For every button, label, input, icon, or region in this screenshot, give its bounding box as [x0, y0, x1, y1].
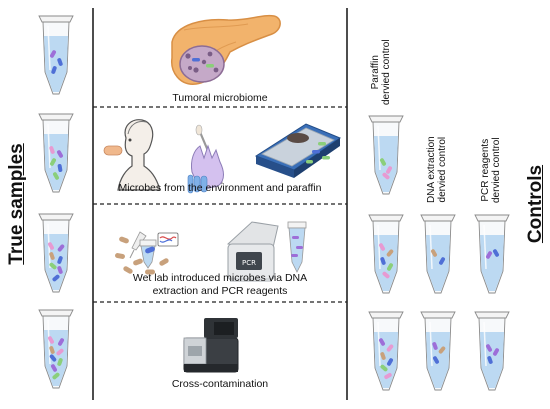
tubes-layer	[38, 15, 510, 391]
microbe-icon	[431, 249, 437, 257]
paraffin-control-tube	[368, 311, 404, 391]
microbe-icon	[49, 146, 55, 154]
dna-extraction-control-label-line1: DNA extraction	[426, 136, 437, 203]
pcr-reagents-control-label-line1: PCR reagents	[480, 138, 491, 202]
microbe-icon	[380, 352, 386, 360]
microbe-icon	[438, 346, 446, 354]
caption-wet-lab-line2: extraction and PCR reagents	[152, 285, 288, 297]
true-sample-tube	[38, 113, 74, 193]
microbe-icon	[119, 236, 129, 244]
microbe-icon	[50, 158, 56, 166]
microbe-icon	[123, 266, 133, 274]
microbe-icon	[49, 354, 57, 362]
microbe-icon	[439, 257, 445, 265]
person-head-icon	[103, 119, 161, 191]
paraffin-control-label: Paraffin dervied control	[370, 39, 392, 105]
microbe-icon	[57, 266, 63, 274]
microbe-icon	[433, 356, 439, 364]
microbe-icon	[52, 274, 60, 282]
microbe-icon	[57, 58, 63, 66]
controls-label: Controls	[525, 164, 546, 244]
microbe-icon	[382, 271, 390, 279]
dna-extraction-control-tube	[420, 311, 456, 391]
microbe-icon	[50, 50, 56, 58]
microbe-icon	[53, 172, 59, 180]
microbe-icon	[379, 243, 385, 251]
microbe-icon	[57, 358, 63, 366]
microbe-icon	[51, 364, 57, 372]
microbe-icon	[159, 258, 169, 266]
pcr-reagents-control-label-line2: dervied control	[491, 137, 502, 203]
gloved-hand-swab-icon	[187, 124, 224, 194]
pcr-machine-icon: PCR	[226, 221, 279, 282]
microbe-icon	[57, 164, 63, 172]
microbe-icon	[49, 252, 55, 260]
reagent-tube-icon	[139, 239, 157, 269]
pcr-sample-tube-icon	[287, 221, 307, 273]
paraffin-control-tube	[368, 214, 404, 294]
microbe-icon	[145, 246, 155, 254]
microbe-icon	[380, 158, 386, 166]
microbe-icon	[49, 262, 57, 270]
microbe-icon	[56, 348, 64, 356]
caption-environment-paraffin: Microbes from the environment and paraff…	[118, 182, 322, 194]
microbe-icon	[432, 342, 438, 350]
microbe-icon	[57, 150, 63, 158]
true-sample-tube	[38, 309, 74, 389]
microbe-icon	[386, 344, 394, 352]
microbe-icon	[493, 348, 499, 356]
microbe-icon	[387, 263, 393, 271]
pcr-screen-text: PCR	[242, 259, 256, 267]
paraffin-control-label-line1: Paraffin	[370, 55, 381, 90]
microbe-icon	[382, 172, 390, 180]
paraffin-control-label-line2: dervied control	[381, 39, 392, 105]
dna-extraction-control-tube	[420, 214, 456, 294]
microbe-icon	[380, 364, 388, 372]
microbe-icon	[386, 166, 392, 174]
microbe-icon	[486, 251, 492, 259]
microbe-icon	[384, 373, 392, 379]
microbe-icon	[380, 257, 386, 265]
microbe-icon	[58, 338, 64, 346]
microbe-icon	[487, 356, 493, 364]
microbe-icon	[57, 244, 65, 252]
microbe-icon	[486, 344, 492, 352]
pcr-reagents-control-tube	[474, 214, 510, 294]
microbe-icon	[133, 258, 143, 266]
microbe-icon	[52, 372, 60, 380]
pancreas-tumor-icon	[171, 14, 281, 85]
dna-extraction-control-label-line2: dervied control	[437, 136, 448, 203]
true-sample-tube	[38, 213, 74, 293]
microbe-icon	[51, 66, 57, 74]
true-samples-label: True samples	[6, 143, 27, 265]
microbe-icon	[387, 358, 393, 366]
caption-cross-contamination: Cross-contamination	[171, 378, 269, 390]
microbe-icon	[57, 256, 63, 264]
caption-tumoral-microbiome: Tumoral microbiome	[172, 92, 268, 104]
microbe-icon	[493, 249, 499, 257]
pcr-reagents-control-tube	[474, 311, 510, 391]
microbe-icon	[48, 242, 54, 250]
pcr-reagents-control-label: PCR reagents dervied control	[480, 137, 502, 203]
microbe-icon	[379, 338, 385, 346]
microtome-icon	[254, 123, 342, 178]
microbe-icon	[49, 346, 55, 354]
paraffin-control-tube	[368, 115, 404, 195]
automated-extractor-icon	[183, 318, 239, 373]
caption-wet-lab-line1: Wet lab introduced microbes via DNA	[132, 272, 308, 284]
microbe-icon	[115, 253, 125, 259]
microbe-icon	[48, 336, 54, 344]
true-sample-tube	[38, 15, 74, 95]
microbe-icon	[386, 249, 394, 257]
pipette-icon	[129, 231, 147, 259]
dna-helix-icon	[157, 232, 179, 247]
microbe-icon	[145, 269, 155, 275]
dna-extraction-control-label: DNA extraction dervied control	[426, 136, 448, 203]
